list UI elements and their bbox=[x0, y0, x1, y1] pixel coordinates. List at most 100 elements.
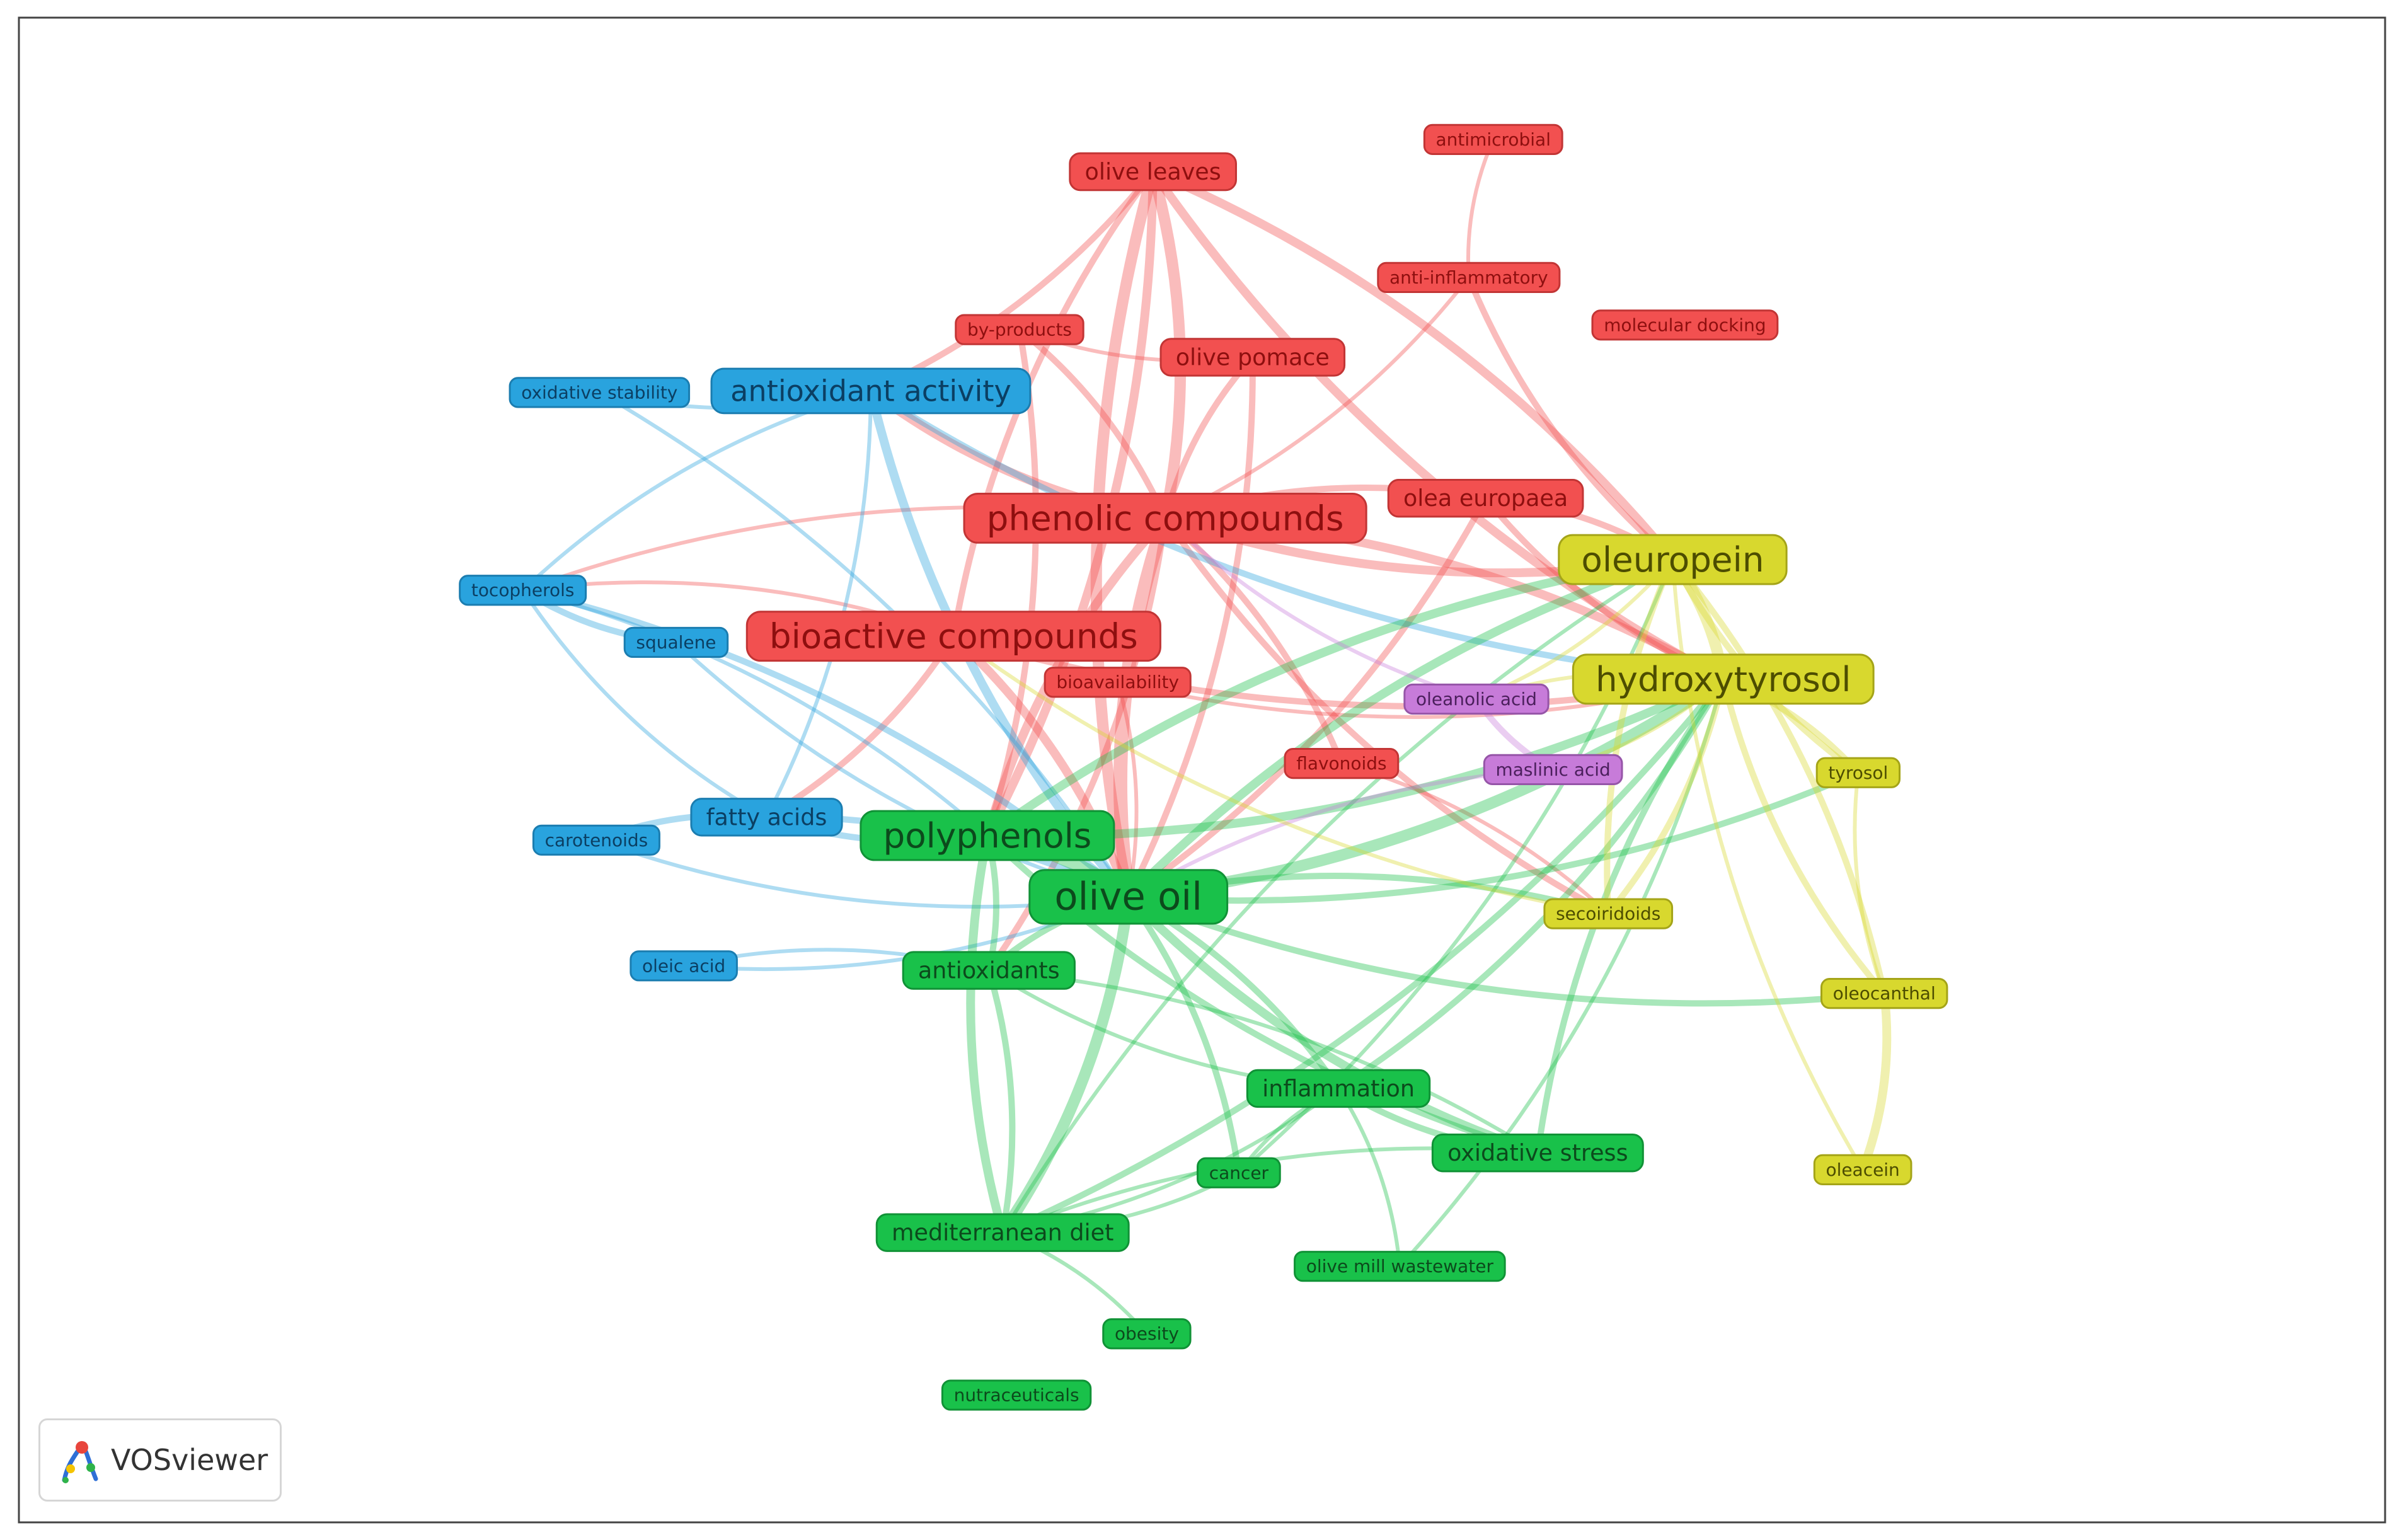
node-mediterranean-diet-box bbox=[875, 1213, 1130, 1252]
edge-by-products-phenolic-compounds bbox=[1016, 326, 1169, 522]
node-nutraceuticals[interactable]: nutraceuticals bbox=[941, 1379, 1092, 1411]
node-anti-inflammatory-box bbox=[1377, 261, 1561, 293]
edge-phenolic-compounds-secoiridoids bbox=[1162, 515, 1612, 917]
edge-oleuropein-secoiridoids bbox=[1604, 556, 1676, 917]
node-polyphenols-label: polyphenols bbox=[883, 815, 1091, 856]
edge-phenolic-compounds-olive-oil bbox=[1113, 511, 1173, 904]
node-mediterranean-diet[interactable]: mediterranean diet bbox=[875, 1213, 1130, 1252]
edge-olive-oil-cancer bbox=[1125, 894, 1242, 1176]
edge-bioavailability-olive-oil bbox=[1115, 680, 1139, 899]
node-oleacein[interactable]: oleacein bbox=[1813, 1154, 1912, 1186]
node-molecular-docking-label: molecular docking bbox=[1604, 314, 1766, 335]
node-oleacein-label: oleacein bbox=[1826, 1159, 1899, 1180]
node-oleic-acid-label: oleic acid bbox=[642, 955, 725, 976]
node-obesity[interactable]: obesity bbox=[1102, 1318, 1192, 1350]
node-squalene[interactable]: squalene bbox=[623, 626, 729, 658]
edge-olive-pomace-olive-oil bbox=[1125, 353, 1256, 900]
edge-hydroxytyrosol-secoiridoids bbox=[1605, 675, 1727, 917]
node-oxidative-stress[interactable]: oxidative stress bbox=[1431, 1133, 1644, 1173]
edge-oleanolic-acid-phenolic-compounds bbox=[1163, 516, 1479, 701]
node-by-products[interactable]: by-products bbox=[955, 314, 1084, 345]
edge-anti-inflammatory-oleuropein bbox=[1465, 274, 1676, 563]
node-olive-pomace[interactable]: olive pomace bbox=[1159, 338, 1346, 377]
node-olea-europaea[interactable]: olea europaea bbox=[1387, 479, 1584, 518]
node-inflammation[interactable]: inflammation bbox=[1246, 1069, 1431, 1108]
node-tyrosol[interactable]: tyrosol bbox=[1815, 757, 1901, 788]
node-olive-leaves-label: olive leaves bbox=[1085, 158, 1221, 185]
node-olive-oil-label: olive oil bbox=[1054, 875, 1202, 919]
node-fatty-acids[interactable]: fatty acids bbox=[690, 798, 843, 837]
edge-phenolic-compounds-flavonoids bbox=[1162, 515, 1345, 767]
node-polyphenols-box bbox=[860, 810, 1115, 861]
node-by-products-label: by-products bbox=[967, 319, 1072, 340]
node-bioactive-compounds-label: bioactive compounds bbox=[769, 616, 1138, 657]
edge-secoiridoids-bioactive-compounds bbox=[952, 634, 1611, 916]
edge-bioactive-compounds-olive-oil bbox=[949, 631, 1133, 902]
vosviewer-logo-icon bbox=[62, 1441, 98, 1483]
edge-polyphenols-mediterranean-diet bbox=[966, 831, 1008, 1238]
node-olea-europaea-box bbox=[1387, 479, 1584, 518]
edge-antimicrobial-anti-inflammatory bbox=[1466, 137, 1495, 280]
edge-mediterranean-diet-oleuropein bbox=[1001, 558, 1675, 1235]
edge-olive-oil-oleuropein bbox=[1124, 555, 1677, 902]
edge-olive-mill-wastewater-hydroxytyrosol bbox=[1398, 677, 1725, 1268]
node-secoiridoids-box bbox=[1543, 898, 1674, 929]
node-antioxidant-activity-label: antioxidant activity bbox=[730, 374, 1011, 408]
node-tyrosol-label: tyrosol bbox=[1828, 762, 1888, 783]
edge-olive-oil-oxidative-stress bbox=[1124, 892, 1543, 1158]
vosviewer-logo-text: VOSviewer bbox=[111, 1443, 268, 1477]
node-carotenoids-label: carotenoids bbox=[545, 830, 648, 851]
node-molecular-docking[interactable]: molecular docking bbox=[1591, 309, 1779, 341]
node-oxidative-stability[interactable]: oxidative stability bbox=[509, 377, 691, 408]
node-cancer[interactable]: cancer bbox=[1197, 1157, 1281, 1188]
node-flavonoids-box bbox=[1284, 748, 1400, 779]
node-oleacein-box bbox=[1813, 1154, 1912, 1186]
node-carotenoids-box bbox=[532, 824, 660, 856]
node-tocopherols-label: tocopherols bbox=[471, 580, 575, 600]
node-oleanolic-acid-label: oleanolic acid bbox=[1416, 689, 1537, 710]
node-obesity-box bbox=[1102, 1318, 1192, 1350]
node-hydroxytyrosol[interactable]: hydroxytyrosol bbox=[1572, 653, 1875, 705]
node-obesity-label: obesity bbox=[1115, 1323, 1179, 1344]
node-antimicrobial-box bbox=[1423, 124, 1563, 156]
node-maslinic-acid[interactable]: maslinic acid bbox=[1483, 754, 1623, 785]
node-oxidative-stability-box bbox=[509, 377, 691, 408]
edge-olive-oil-tyrosol bbox=[1125, 769, 1861, 904]
node-molecular-docking-box bbox=[1591, 309, 1779, 341]
node-hydroxytyrosol-label: hydroxytyrosol bbox=[1596, 659, 1851, 699]
node-phenolic-compounds[interactable]: phenolic compounds bbox=[963, 492, 1367, 544]
vosviewer-logo-badge[interactable]: VOSviewer bbox=[38, 1418, 282, 1502]
node-antimicrobial[interactable]: antimicrobial bbox=[1423, 124, 1563, 156]
node-antioxidants[interactable]: antioxidants bbox=[902, 951, 1076, 990]
node-bioavailability[interactable]: bioavailability bbox=[1044, 667, 1192, 698]
node-oleocanthal-box bbox=[1820, 977, 1948, 1009]
node-secoiridoids[interactable]: secoiridoids bbox=[1543, 898, 1674, 929]
node-oleanolic-acid[interactable]: oleanolic acid bbox=[1403, 683, 1550, 715]
node-polyphenols[interactable]: polyphenols bbox=[860, 810, 1115, 861]
node-olive-leaves-box bbox=[1069, 152, 1237, 192]
node-antioxidant-activity-box bbox=[710, 367, 1032, 415]
node-olive-oil-box bbox=[1028, 869, 1229, 925]
node-olive-pomace-box bbox=[1159, 338, 1346, 377]
node-nutraceuticals-box bbox=[941, 1379, 1092, 1411]
node-olive-mill-wastewater[interactable]: olive mill wastewater bbox=[1294, 1251, 1506, 1282]
node-carotenoids[interactable]: carotenoids bbox=[532, 824, 660, 856]
node-oleuropein[interactable]: oleuropein bbox=[1558, 534, 1788, 585]
node-oleic-acid[interactable]: oleic acid bbox=[630, 950, 738, 982]
node-anti-inflammatory[interactable]: anti-inflammatory bbox=[1377, 261, 1561, 293]
edge-olive-leaves-oleuropein bbox=[1148, 167, 1677, 565]
node-bioactive-compounds[interactable]: bioactive compounds bbox=[745, 611, 1161, 662]
edge-olea-europaea-olive-oil bbox=[1125, 495, 1489, 900]
edge-tocopherols-polyphenols bbox=[520, 588, 989, 837]
node-flavonoids[interactable]: flavonoids bbox=[1284, 748, 1400, 779]
node-oleocanthal[interactable]: oleocanthal bbox=[1820, 977, 1948, 1009]
node-oleocanthal-label: oleocanthal bbox=[1833, 983, 1936, 1004]
node-tocopherols[interactable]: tocopherols bbox=[459, 575, 587, 606]
node-nutraceuticals-label: nutraceuticals bbox=[954, 1385, 1079, 1406]
node-olive-leaves[interactable]: olive leaves bbox=[1069, 152, 1237, 192]
node-fatty-acids-label: fatty acids bbox=[706, 803, 827, 830]
node-olive-oil[interactable]: olive oil bbox=[1028, 869, 1229, 925]
node-antioxidant-activity[interactable]: antioxidant activity bbox=[710, 367, 1032, 415]
node-secoiridoids-label: secoiridoids bbox=[1556, 904, 1660, 924]
